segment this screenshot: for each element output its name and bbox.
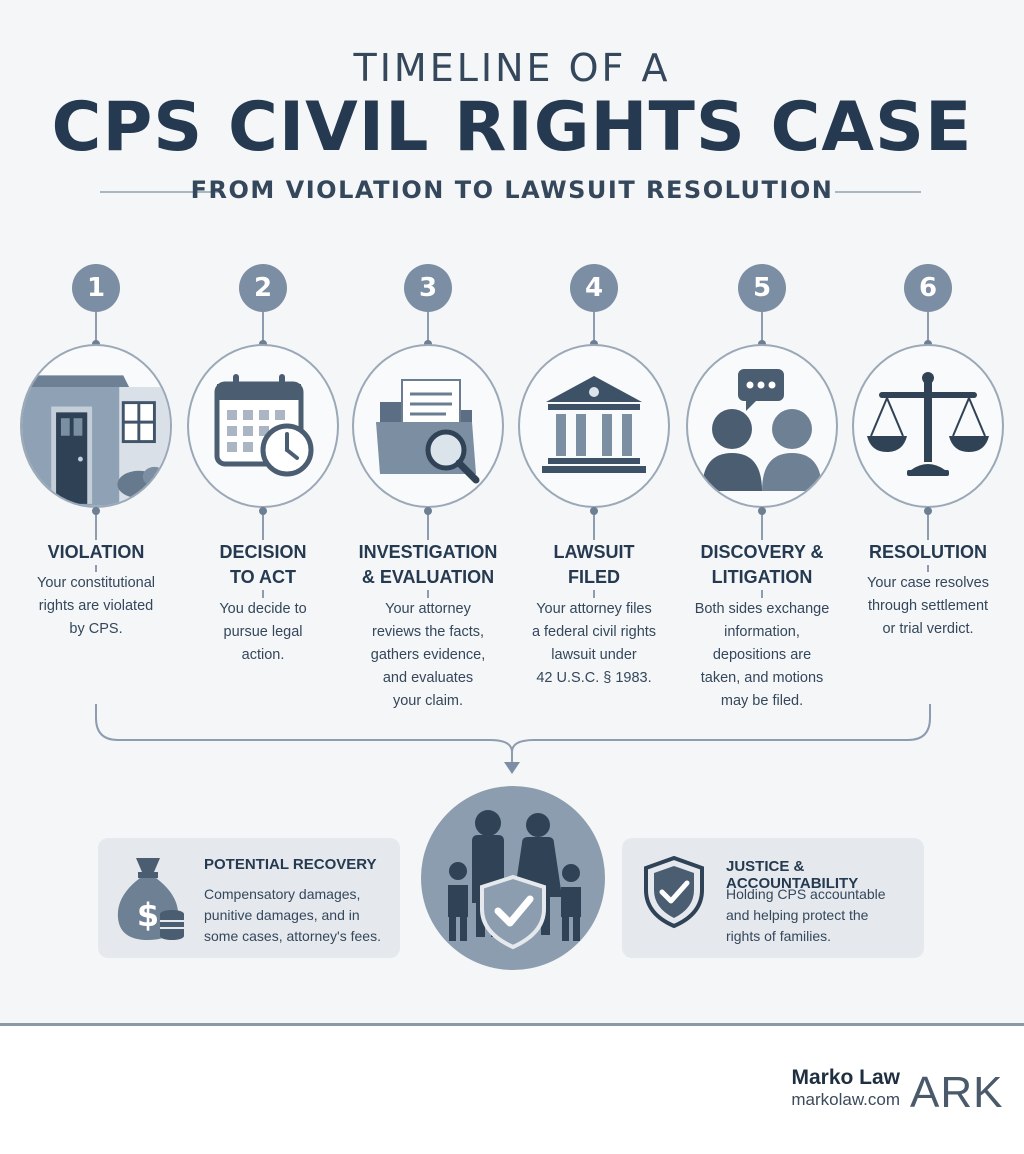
step-description: You decide to pursue legal action. (178, 598, 348, 667)
page-subtitle: FROM VIOLATION TO LAWSUIT RESOLUTION (190, 176, 834, 204)
money-bag-icon: $ (117, 858, 184, 940)
footer-divider (0, 1023, 1024, 1026)
step-number: 4 (570, 264, 618, 312)
brand-name: Marko Law (791, 1066, 900, 1089)
step-description: Both sides exchange information, deposit… (677, 598, 847, 713)
page-title: CPS CIVIL RIGHTS CASE (51, 88, 973, 167)
connector-dot (92, 507, 100, 515)
timeline-bracket (95, 704, 931, 774)
footer (0, 1026, 1024, 1154)
step-number: 6 (904, 264, 952, 312)
justice-accountability-card: JUSTICE & ACCOUNTABILITY Holding CPS acc… (622, 838, 924, 958)
step-number: 3 (404, 264, 452, 312)
connector-dot (259, 507, 267, 515)
step-description: Your constitutional rights are violated … (11, 572, 181, 641)
step-title: LAWSUIT FILED (509, 540, 679, 590)
step-number: 1 (72, 264, 120, 312)
subtitle-rule-right (835, 191, 921, 193)
subtitle-rule-left (100, 191, 220, 193)
step-number: 2 (239, 264, 287, 312)
justice-text: Holding CPS accountable and helping prot… (726, 886, 886, 944)
brand-url: markolaw.com (791, 1090, 900, 1109)
shield-check-icon (644, 855, 704, 929)
family-shield-icon (421, 786, 605, 970)
connector-dot (758, 507, 766, 515)
justice-title: JUSTICE & ACCOUNTABILITY (726, 858, 859, 892)
connector-dot (924, 507, 932, 515)
people-chat-icon (686, 344, 838, 508)
connector-dot (424, 507, 432, 515)
title-line-1: TIMELINE OF A (353, 46, 671, 90)
house-icon (20, 344, 172, 508)
step-title: DISCOVERY & LITIGATION (677, 540, 847, 590)
scales-icon (852, 344, 1004, 508)
step-title: VIOLATION (11, 540, 181, 565)
calendar-clock-icon (187, 344, 339, 508)
recovery-title: POTENTIAL RECOVERY (204, 856, 377, 873)
recovery-text: Compensatory damages, punitive damages, … (204, 886, 381, 944)
courthouse-icon (518, 344, 670, 508)
connector-dot (590, 507, 598, 515)
folder-magnifier-icon (352, 344, 504, 508)
brand-logo: ARK (910, 1068, 1004, 1117)
svg-text:$: $ (137, 896, 159, 934)
step-description: Your case resolves through settlement or… (843, 572, 1013, 641)
step-title: RESOLUTION (843, 540, 1013, 565)
potential-recovery-card: $ POTENTIAL RECOVERY Compensatory damage… (98, 838, 400, 958)
step-title: INVESTIGATION & EVALUATION (343, 540, 513, 590)
step-description: Your attorney files a federal civil righ… (509, 598, 679, 690)
step-number: 5 (738, 264, 786, 312)
step-description: Your attorney reviews the facts, gathers… (343, 598, 513, 713)
step-title: DECISION TO ACT (178, 540, 348, 590)
